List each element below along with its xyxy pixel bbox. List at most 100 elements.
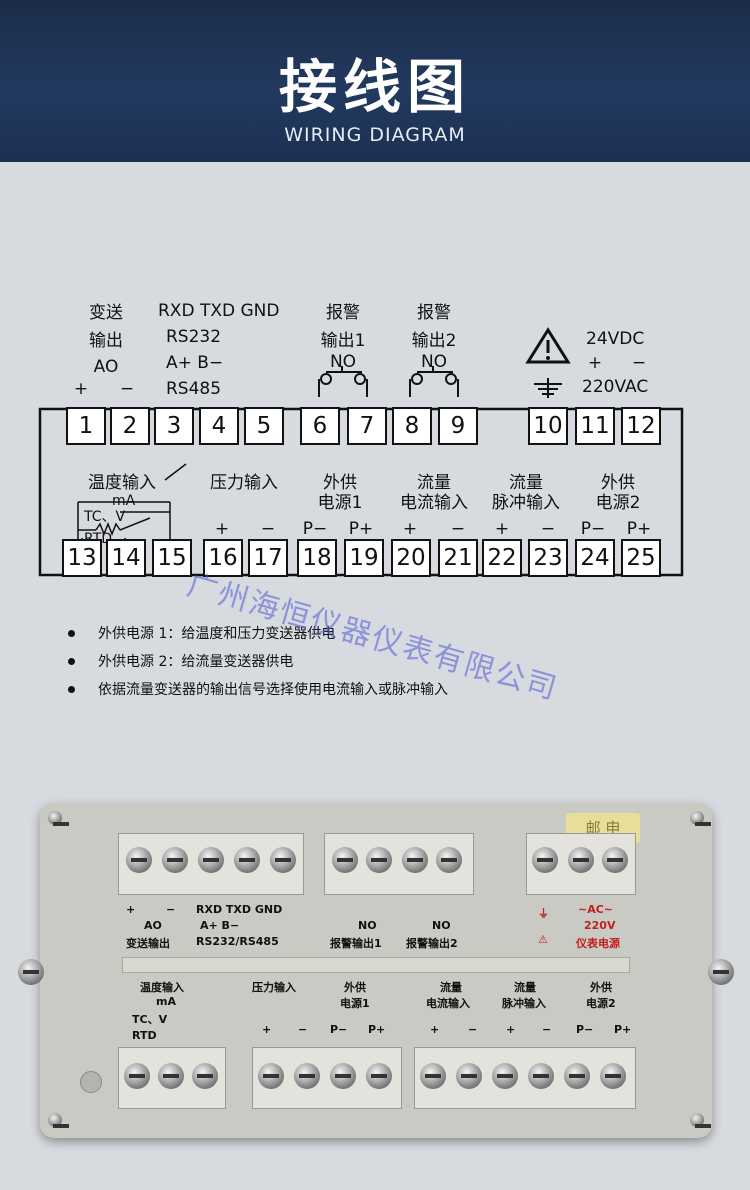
- ao-label-line2: 输出: [89, 331, 123, 351]
- photo-alarm2-no: NO: [432, 919, 451, 932]
- wiring-diagram: 变送 输出 AO + − RXD TXD GND RS232 A+ B− RS4…: [0, 162, 750, 752]
- ao-label-line3: AO: [93, 357, 119, 377]
- photo-alarm2-title: 报警输出2: [406, 937, 458, 950]
- terminal-18: 18: [297, 539, 337, 577]
- comm-label-line3: A+ B−: [166, 353, 224, 373]
- note-item: 外供电源 1：给温度和压力变送器供电: [68, 620, 668, 648]
- bottom-terminal-block-3: [414, 1047, 636, 1109]
- terminal-screw-icon: [330, 1063, 356, 1089]
- terminal-screw-icon: [126, 847, 152, 873]
- photo-supply2-p-minus: P−: [576, 1023, 594, 1036]
- terminal-14: 14: [106, 539, 146, 577]
- label-strip: [122, 957, 630, 973]
- terminal-screw-icon: [158, 1063, 184, 1089]
- pressure-plus: +: [214, 519, 230, 539]
- terminal-5: 5: [244, 407, 284, 445]
- photo-supply1-p-minus: P−: [330, 1023, 348, 1036]
- photo-flow-pulse-line1: 流量: [514, 981, 536, 994]
- alarm2-label-line2: 输出2: [411, 331, 457, 351]
- alarm2-contact-symbol: [409, 366, 459, 397]
- terminal-13: 13: [62, 539, 102, 577]
- terminal-3: 3: [154, 407, 194, 445]
- product-rear-photo: 邮 申 + − AO 变送输出 RXD TXD GND A+ B− RS232/…: [18, 803, 734, 1138]
- alarm1-label-line2: 输出1: [320, 331, 366, 351]
- supply2-p-minus: P−: [580, 519, 606, 539]
- photo-comm-mid: A+ B−: [200, 919, 240, 932]
- terminal-screw-icon: [258, 1063, 284, 1089]
- terminal-screw-icon: [528, 1063, 554, 1089]
- terminal-2: 2: [110, 407, 150, 445]
- photo-alarm1-no: NO: [358, 919, 377, 932]
- photo-supply1-p-plus: P+: [368, 1023, 386, 1036]
- supply1-label-line2: 电源1: [317, 493, 363, 513]
- photo-comm-top: RXD TXD GND: [196, 903, 283, 916]
- terminal-screw-icon: [492, 1063, 518, 1089]
- terminal-12: 12: [621, 407, 661, 445]
- terminal-screw-icon: [600, 1063, 626, 1089]
- photo-flow-current-line1: 流量: [440, 981, 462, 994]
- flow-current-minus: −: [450, 519, 466, 539]
- flow-pulse-minus: −: [540, 519, 556, 539]
- ground-icon: [534, 378, 562, 398]
- ao-minus: −: [119, 379, 135, 399]
- photo-supply1-line2: 电源1: [340, 997, 370, 1010]
- terminal-9: 9: [438, 407, 478, 445]
- photo-flow-pulse-line2: 脉冲输入: [502, 997, 546, 1010]
- comm-label-line1: RXD TXD GND: [158, 301, 280, 321]
- notes-list: 外供电源 1：给温度和压力变送器供电 外供电源 2：给流量变送器供电 依据流量变…: [68, 620, 668, 704]
- terminal-21: 21: [438, 539, 478, 577]
- terminal-screw-icon: [420, 1063, 446, 1089]
- note-item: 外供电源 2：给流量变送器供电: [68, 648, 668, 676]
- corner-screw-icon: [690, 1113, 711, 1128]
- terminal-screw-icon: [124, 1063, 150, 1089]
- ao-plus: +: [73, 379, 89, 399]
- photo-ao-plus: +: [126, 903, 136, 916]
- terminal-screw-icon: [532, 847, 558, 873]
- terminal-screw-icon: [192, 1063, 218, 1089]
- photo-ac-mid: 220V: [584, 919, 616, 932]
- flow-current-label-line2: 电流输入: [400, 493, 468, 513]
- flow-current-plus: +: [402, 519, 418, 539]
- photo-temp-tcv: TC、V: [132, 1013, 168, 1026]
- photo-flow-current-line2: 电流输入: [426, 997, 470, 1010]
- flow-pulse-label-line1: 流量: [509, 473, 543, 493]
- temp-tcv-label: TC、V: [84, 509, 126, 525]
- terminal-4: 4: [199, 407, 239, 445]
- terminal-8: 8: [392, 407, 432, 445]
- temp-ma-label: mA: [112, 493, 136, 509]
- terminal-22: 22: [482, 539, 522, 577]
- header-banner: 接线图 WIRING DIAGRAM: [0, 0, 750, 162]
- terminal-24: 24: [575, 539, 615, 577]
- terminal-23: 23: [528, 539, 568, 577]
- photo-flow-current-plus: +: [430, 1023, 440, 1036]
- ao-label-line1: 变送: [89, 303, 123, 323]
- photo-ground-icon: ⏚: [538, 907, 549, 920]
- photo-temp-ma: mA: [156, 995, 176, 1008]
- terminal-15: 15: [152, 539, 192, 577]
- photo-alarm1-title: 报警输出1: [330, 937, 382, 950]
- photo-warning-icon: ⚠: [538, 933, 548, 946]
- temp-input-label: 温度输入: [88, 473, 156, 493]
- terminal-19: 19: [344, 539, 384, 577]
- page-subtitle: WIRING DIAGRAM: [284, 124, 466, 146]
- terminal-screw-icon: [564, 1063, 590, 1089]
- photo-pressure-plus: +: [262, 1023, 272, 1036]
- terminal-screw-icon: [294, 1063, 320, 1089]
- terminal-17: 17: [248, 539, 288, 577]
- photo-comm-title: RS232/RS485: [196, 935, 279, 948]
- page-title: 接线图: [278, 53, 471, 121]
- comm-label-line2: RS232: [166, 327, 222, 347]
- pressure-input-label: 压力输入: [210, 473, 278, 493]
- pressure-minus: −: [260, 519, 276, 539]
- warning-triangle-icon: [525, 327, 571, 364]
- photo-supply1-line1: 外供: [344, 981, 366, 994]
- power-label-line2: 220VAC: [582, 377, 649, 397]
- mount-screw-icon: [18, 959, 44, 985]
- terminal-10: 10: [528, 407, 568, 445]
- terminal-20: 20: [391, 539, 431, 577]
- terminal-screw-icon: [436, 847, 462, 873]
- supply1-p-plus: P+: [348, 519, 374, 539]
- photo-ac-top: ~AC~: [578, 903, 614, 916]
- supply1-p-minus: P−: [302, 519, 328, 539]
- photo-pressure-minus: −: [298, 1023, 308, 1036]
